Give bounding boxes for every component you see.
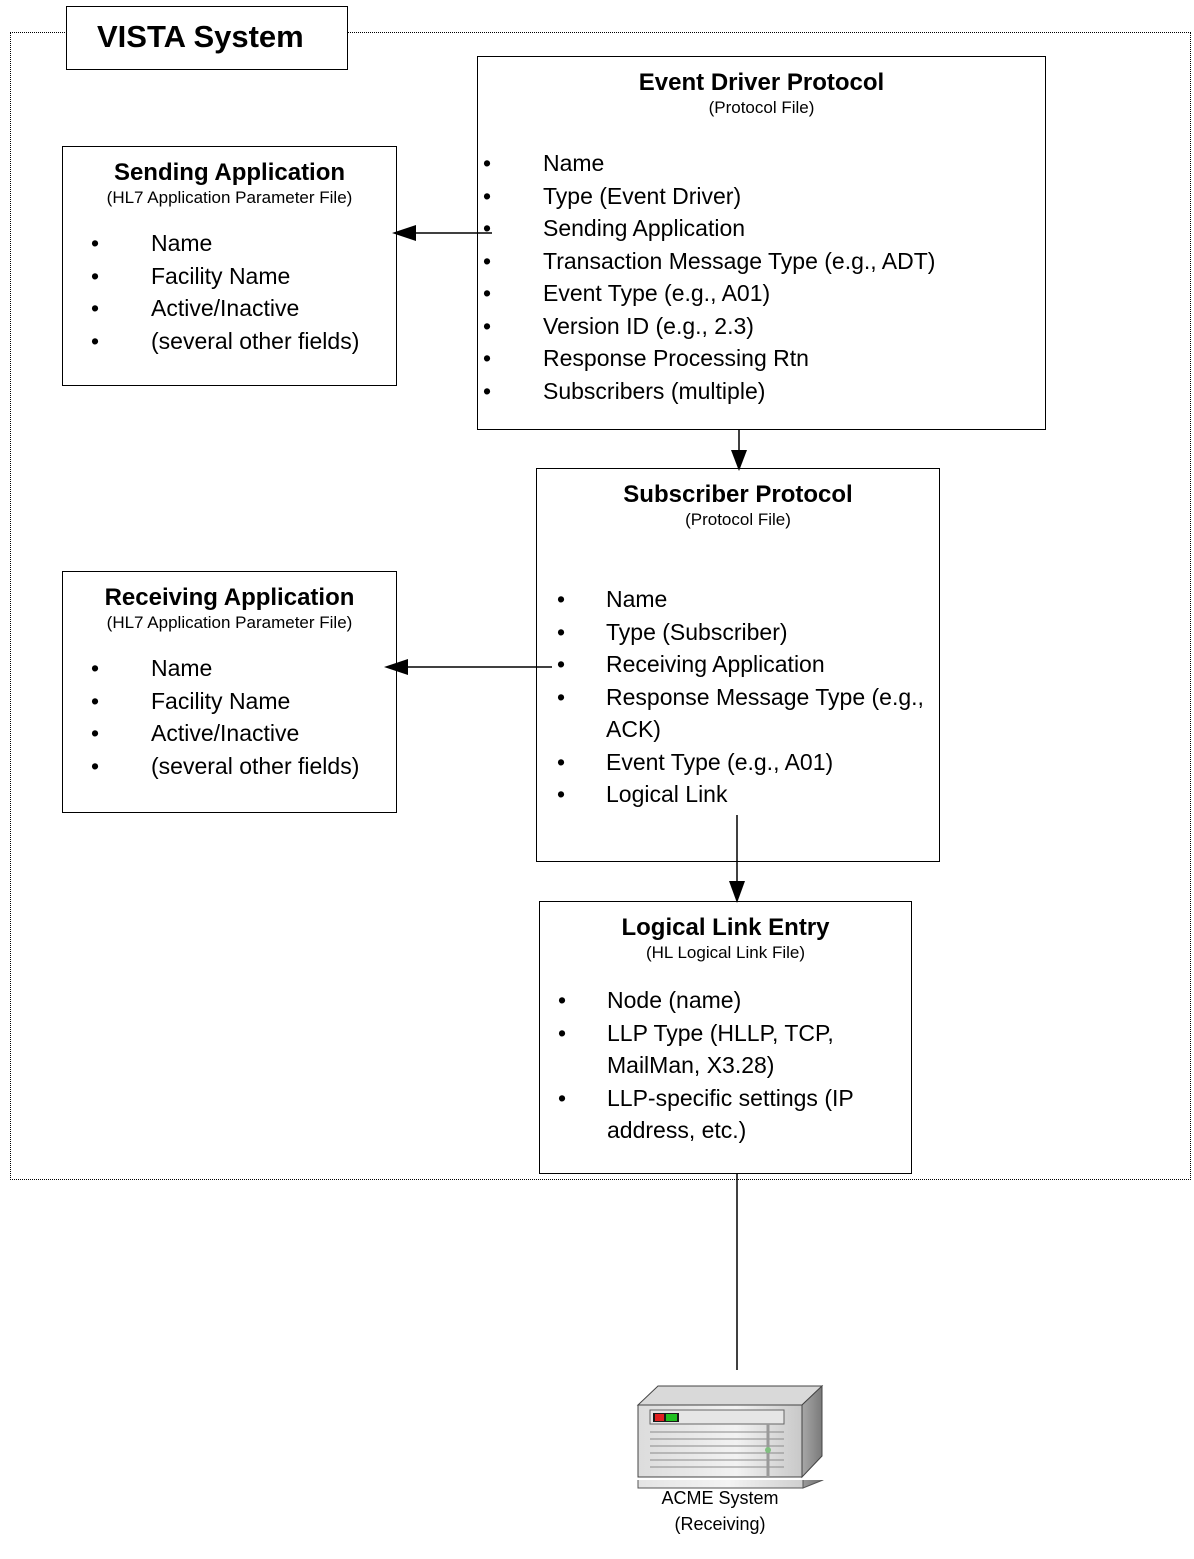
vista-system-label: VISTA System bbox=[66, 6, 348, 70]
subscriber-field-list: Name Type (Subscriber) Receiving Applica… bbox=[537, 583, 939, 811]
sending-application-title: Sending Application bbox=[113, 159, 346, 186]
list-item: Name bbox=[537, 583, 939, 616]
subscriber-protocol-subtitle: (Protocol File) bbox=[685, 510, 791, 529]
event-driver-title: Event Driver Protocol bbox=[638, 69, 885, 96]
sending-application-box: Sending Application (HL7 Application Par… bbox=[62, 146, 397, 386]
list-item: Name bbox=[478, 147, 1045, 180]
list-item: LLP Type (HLLP, TCP, MailMan, X3.28) bbox=[540, 1017, 891, 1082]
sending-application-subtitle: (HL7 Application Parameter File) bbox=[106, 188, 353, 207]
acme-system-role: (Receiving) bbox=[674, 1514, 766, 1534]
list-item: Version ID (e.g., 2.3) bbox=[478, 310, 1045, 343]
acme-system-name: ACME System bbox=[661, 1488, 779, 1508]
receiving-application-subtitle: (HL7 Application Parameter File) bbox=[106, 613, 353, 632]
list-item: Sending Application bbox=[478, 212, 1045, 245]
subscriber-protocol-box: Subscriber Protocol (Protocol File) Name… bbox=[536, 468, 940, 862]
event-driver-field-list: Name Type (Event Driver) Sending Applica… bbox=[478, 147, 1045, 407]
list-item: (several other fields) bbox=[91, 750, 396, 783]
logical-link-title: Logical Link Entry bbox=[621, 914, 830, 941]
list-item: Event Type (e.g., A01) bbox=[537, 746, 939, 779]
list-item: Facility Name bbox=[91, 685, 396, 718]
list-item: Event Type (e.g., A01) bbox=[478, 277, 1045, 310]
list-item: Receiving Application bbox=[537, 648, 939, 681]
list-item: Active/Inactive bbox=[91, 717, 396, 750]
receiving-application-title: Receiving Application bbox=[104, 584, 355, 611]
receiving-application-box: Receiving Application (HL7 Application P… bbox=[62, 571, 397, 813]
list-item: Response Processing Rtn bbox=[478, 342, 1045, 375]
logical-link-entry-box: Logical Link Entry (HL Logical Link File… bbox=[539, 901, 912, 1174]
receiving-application-field-list: Name Facility Name Active/Inactive (seve… bbox=[63, 652, 396, 782]
list-item: Node (name) bbox=[540, 984, 891, 1017]
list-item: Transaction Message Type (e.g., ADT) bbox=[478, 245, 1045, 278]
vista-system-boundary bbox=[10, 32, 1191, 1180]
list-item: Active/Inactive bbox=[91, 292, 396, 325]
list-item: Type (Event Driver) bbox=[478, 180, 1045, 213]
acme-system-caption: ACME System (Receiving) bbox=[620, 1485, 820, 1537]
list-item: Name bbox=[91, 652, 396, 685]
list-item: Response Message Type (e.g., ACK) bbox=[537, 681, 939, 746]
event-driver-protocol-box: Event Driver Protocol (Protocol File) Na… bbox=[477, 56, 1046, 430]
list-item: Type (Subscriber) bbox=[537, 616, 939, 649]
logical-link-field-list: Node (name) LLP Type (HLLP, TCP, MailMan… bbox=[540, 984, 911, 1147]
list-item: (several other fields) bbox=[91, 325, 396, 358]
list-item: Subscribers (multiple) bbox=[478, 375, 1045, 408]
logical-link-subtitle: (HL Logical Link File) bbox=[645, 943, 806, 962]
subscriber-protocol-title: Subscriber Protocol bbox=[623, 481, 853, 508]
list-item: Name bbox=[91, 227, 396, 260]
list-item: Logical Link bbox=[537, 778, 939, 811]
event-driver-subtitle: (Protocol File) bbox=[708, 98, 815, 117]
sending-application-field-list: Name Facility Name Active/Inactive (seve… bbox=[63, 227, 396, 357]
list-item: LLP-specific settings (IP address, etc.) bbox=[540, 1082, 891, 1147]
list-item: Facility Name bbox=[91, 260, 396, 293]
